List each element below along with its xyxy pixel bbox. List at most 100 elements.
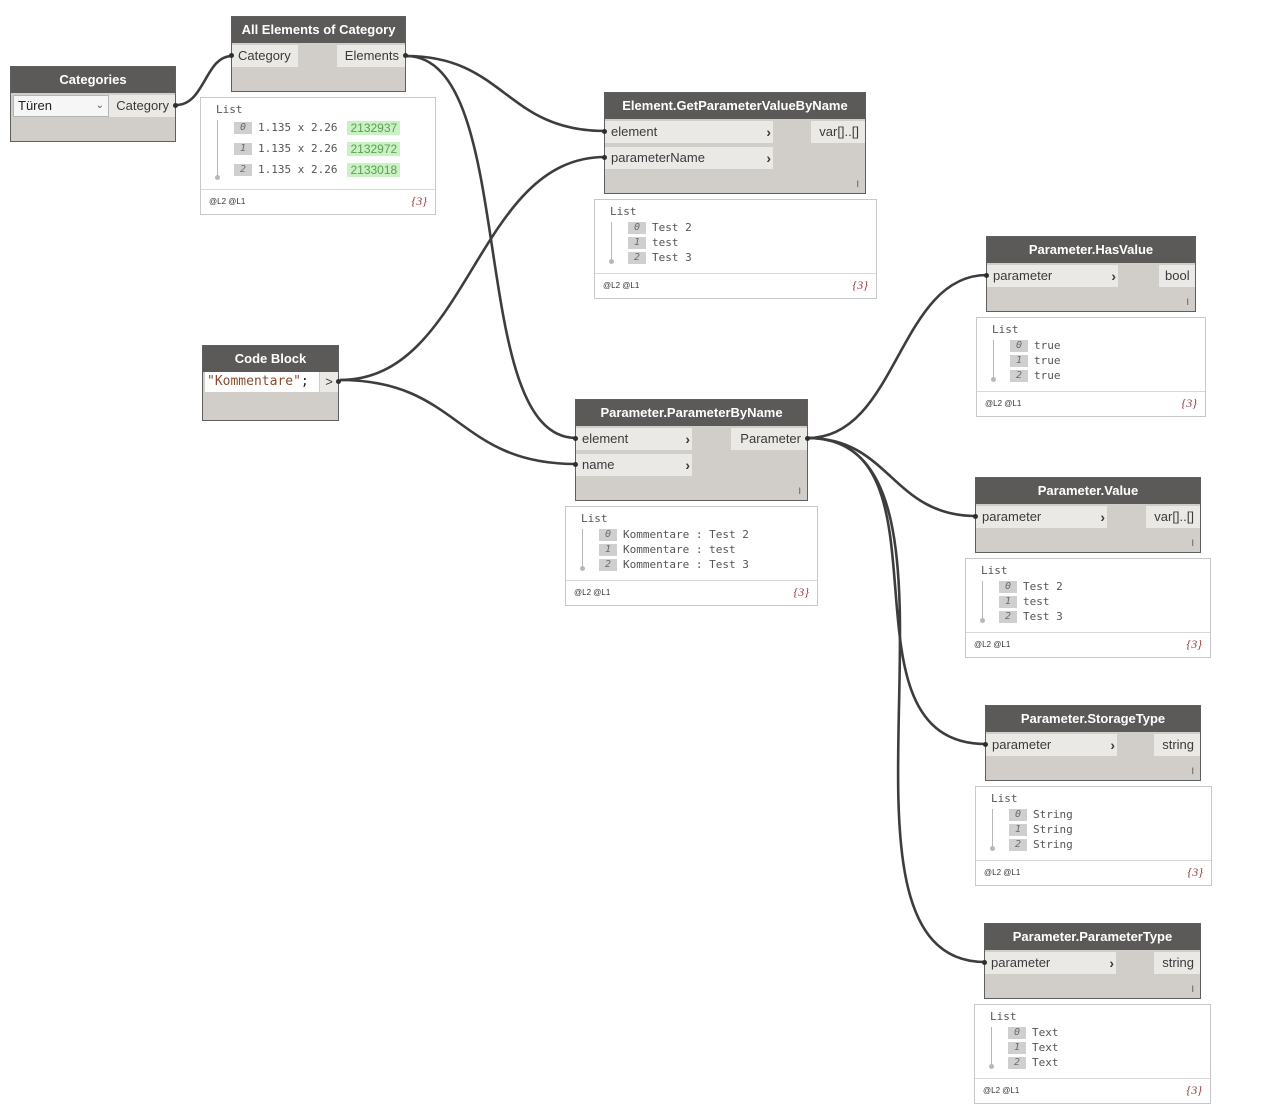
code-editor[interactable]: "Kommentare";	[205, 372, 319, 392]
item-index: 1	[999, 596, 1017, 608]
port-dot-icon	[984, 273, 989, 278]
chevron-down-icon: ⌄	[95, 100, 104, 111]
port-label: name	[582, 457, 615, 472]
lacing-indicator[interactable]: I	[1186, 297, 1189, 307]
lacing-indicator[interactable]: I	[1191, 766, 1194, 776]
category-input-port[interactable]: Category	[229, 45, 298, 67]
element-input-port[interactable]: element ›	[602, 121, 773, 143]
item-index: 1	[628, 237, 646, 249]
item-index: 0	[1010, 340, 1028, 352]
parameter-value-node[interactable]: Parameter.Value parameter › var[]..[] I	[973, 477, 1201, 553]
lacing-indicator[interactable]: I	[1191, 538, 1194, 548]
node-title: Parameter.ParameterByName	[576, 400, 807, 426]
node-title: Parameter.HasValue	[987, 237, 1195, 263]
dropdown-value: Türen	[18, 98, 52, 113]
parameter-has-value-node[interactable]: Parameter.HasValue parameter › bool I	[984, 236, 1196, 312]
elements-output-port[interactable]: Elements	[337, 45, 408, 67]
parameter-parameter-type-node[interactable]: Parameter.ParameterType parameter › stri…	[982, 923, 1201, 999]
bool-output-port[interactable]: bool	[1159, 265, 1195, 287]
item-text: Test 3	[652, 251, 692, 264]
var-output-port[interactable]: var[]..[]	[811, 121, 865, 143]
port-dot-icon	[403, 53, 408, 58]
parameter-output-port[interactable]: Parameter	[731, 428, 810, 450]
item-index: 2	[628, 252, 646, 264]
string-output-port[interactable]: string	[1154, 952, 1200, 974]
port-label: parameter	[982, 509, 1042, 524]
parameter-input-port[interactable]: parameter ›	[984, 265, 1118, 287]
port-dot-icon	[805, 436, 810, 441]
preview-footer: @L2 @L1 {3}	[977, 391, 1205, 416]
port-label: parameterName	[611, 150, 705, 165]
preview-list-label: List	[610, 205, 637, 218]
port-dot-icon	[336, 379, 341, 384]
element-id-link[interactable]: 2133018	[347, 163, 401, 177]
code-output-port[interactable]: >	[320, 372, 341, 392]
parameter-storage-type-node[interactable]: Parameter.StorageType parameter › string…	[983, 705, 1201, 781]
wire-parameter-to-parameter-type	[807, 436, 986, 964]
string-output-port[interactable]: string	[1154, 734, 1200, 756]
get-parameter-value-by-name-node[interactable]: Element.GetParameterValueByName element …	[602, 92, 866, 194]
item-text: String	[1033, 823, 1073, 836]
parameter-input-port[interactable]: parameter ›	[982, 952, 1116, 974]
item-text: 1.135 x 2.26	[258, 142, 338, 155]
node-title: Categories	[11, 67, 175, 93]
preview-tree-line	[580, 529, 585, 571]
port-label: var[]..[]	[819, 124, 859, 139]
element-id-link[interactable]: 2132937	[347, 121, 401, 135]
chevron-right-icon: ›	[1110, 737, 1115, 753]
code-block-node[interactable]: Code Block "Kommentare"; >	[202, 345, 341, 421]
node-title: Element.GetParameterValueByName	[605, 93, 865, 119]
item-index: 2	[1010, 370, 1028, 382]
element-input-port[interactable]: element ›	[573, 428, 692, 450]
port-label: parameter	[992, 737, 1052, 752]
lacing-indicator[interactable]: I	[1191, 984, 1194, 994]
chevron-right-icon: ›	[1109, 955, 1114, 971]
category-dropdown[interactable]: Türen ⌄	[13, 95, 109, 117]
lacing-levels: @L2 @L1	[603, 281, 640, 290]
item-text: test	[652, 236, 679, 249]
wire-parameter-to-storage-type	[807, 436, 987, 746]
parametername-input-port[interactable]: parameterName ›	[602, 147, 773, 169]
item-index: 1	[1010, 355, 1028, 367]
parameter-by-name-node[interactable]: Parameter.ParameterByName element › name…	[573, 399, 810, 501]
item-count: {3}	[411, 194, 427, 208]
lacing-indicator[interactable]: I	[856, 179, 859, 189]
all-elements-of-category-node[interactable]: All Elements of Category Category Elemen…	[229, 16, 408, 92]
categories-node[interactable]: Categories Türen ⌄ Category	[10, 66, 178, 142]
item-text: Kommentare : Test 3	[623, 558, 749, 571]
name-input-port[interactable]: name ›	[573, 454, 692, 476]
item-index: 2	[599, 559, 617, 571]
port-dot-icon	[602, 129, 607, 134]
category-output-port[interactable]: Category	[109, 95, 178, 117]
var-output-port[interactable]: var[]..[]	[1146, 506, 1200, 528]
port-dot-icon	[973, 514, 978, 519]
parameter-input-port[interactable]: parameter ›	[973, 506, 1107, 528]
lacing-indicator[interactable]: I	[798, 486, 801, 496]
lacing-levels: @L2 @L1	[574, 588, 611, 597]
item-count: {3}	[1181, 396, 1197, 410]
element-id-link[interactable]: 2132972	[347, 142, 401, 156]
chevron-right-icon: ›	[685, 431, 690, 447]
port-label: Parameter	[740, 431, 801, 446]
parameter-input-port[interactable]: parameter ›	[983, 734, 1117, 756]
preview-tree-line	[980, 581, 985, 623]
chevron-right-icon: ›	[1100, 509, 1105, 525]
preview-tree-line	[991, 340, 996, 382]
preview-list-label: List	[992, 323, 1019, 336]
